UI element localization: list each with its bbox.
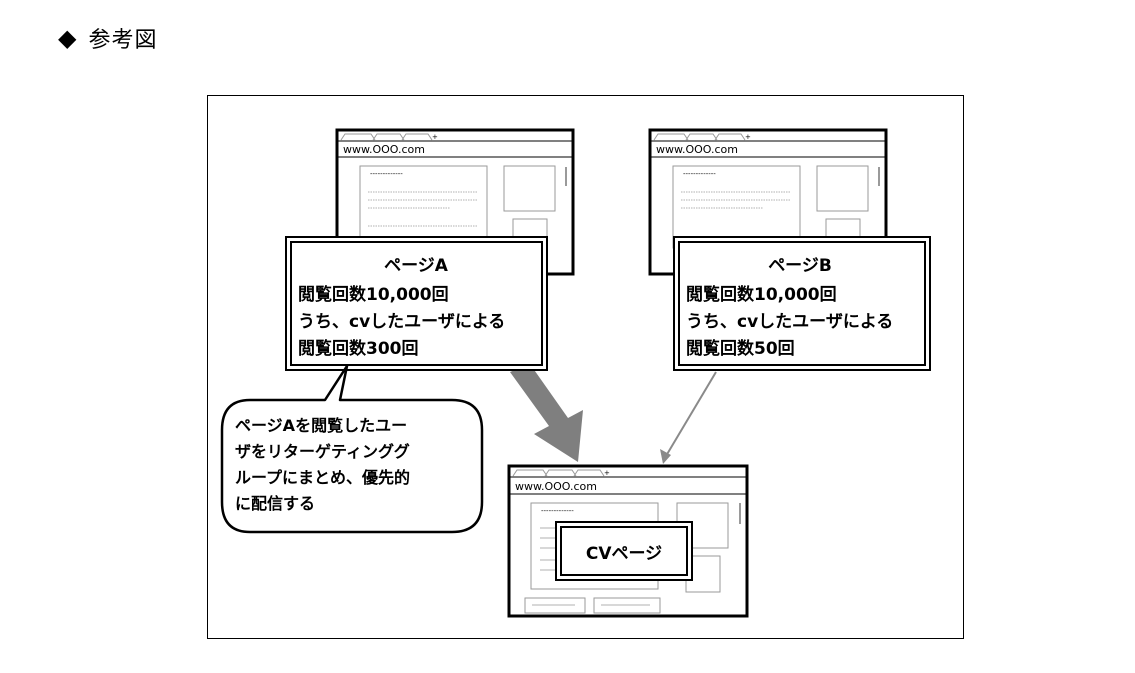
browser-b-url: www.OOO.com: [656, 143, 738, 156]
svg-text:+: +: [432, 133, 438, 141]
page-b-info-box: ページB 閲覧回数10,000回 うち、cvしたユーザによる 閲覧回数50回: [673, 236, 931, 371]
svg-text:+: +: [745, 133, 751, 141]
page-a-info-box: ページA 閲覧回数10,000回 うち、cvしたユーザによる 閲覧回数300回: [285, 236, 548, 371]
browser-b-heading-dashes: -------------: [683, 170, 716, 178]
page-b-views: 閲覧回数10,000回: [686, 284, 837, 305]
thin-arrow-b-to-cv: [660, 371, 717, 464]
page-b-cv-note: うち、cvしたユーザによる: [686, 312, 893, 332]
callout-bubble: ページAを閲覧したユー ザをリターゲティンググ ループにまとめ、優先的 に配信す…: [220, 364, 484, 534]
callout-line-2: ザをリターゲティンググ: [235, 442, 410, 461]
section-heading: ◆ 参考図: [58, 18, 157, 58]
diagram-frame: [207, 95, 964, 639]
callout-line-4: に配信する: [235, 494, 315, 513]
page-a-cv-note: うち、cvしたユーザによる: [298, 312, 505, 332]
page-a-views: 閲覧回数10,000回: [298, 284, 449, 305]
svg-text:+: +: [604, 469, 610, 477]
browser-cv-url: www.OOO.com: [515, 480, 597, 493]
cv-page-label: CVページ: [586, 544, 662, 564]
diamond-bullet-icon: ◆: [58, 24, 77, 52]
callout-line-1: ページAを閲覧したユー: [235, 416, 407, 435]
page-a-cv-views: 閲覧回数300回: [298, 338, 419, 359]
page-a-title: ページA: [384, 256, 449, 276]
browser-cv-heading-dashes: -------------: [541, 507, 574, 515]
callout-line-3: ループにまとめ、優先的: [235, 468, 410, 487]
browser-window-cv: + www.OOO.com ------------- CVページ: [507, 464, 749, 618]
section-title: 参考図: [88, 28, 158, 53]
page-b-cv-views: 閲覧回数50回: [686, 338, 795, 359]
browser-a-heading-dashes: -------------: [370, 170, 403, 178]
browser-a-url: www.OOO.com: [343, 143, 425, 156]
thick-arrow-a-to-cv: [510, 364, 583, 462]
page-b-title: ページB: [768, 256, 832, 276]
